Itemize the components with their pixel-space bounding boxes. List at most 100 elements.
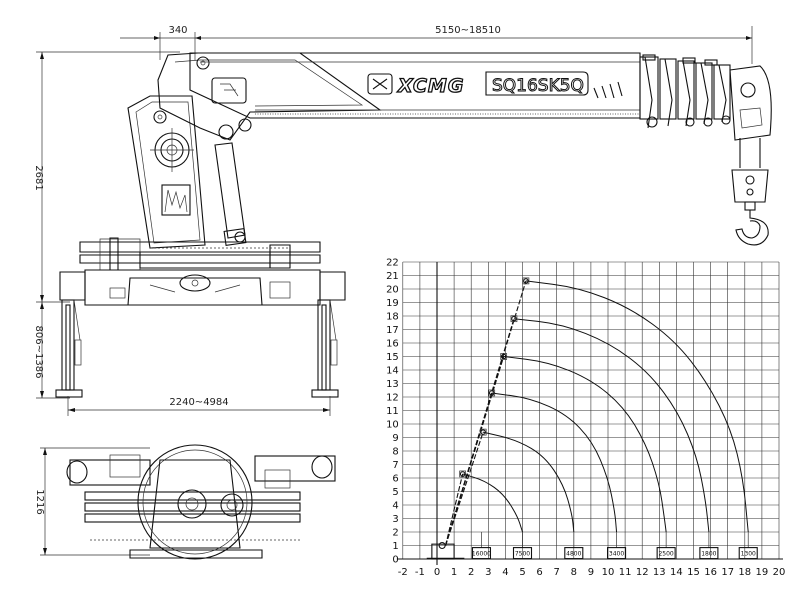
top-offset-dim: 340 bbox=[168, 25, 187, 36]
load-box bbox=[656, 547, 676, 560]
boom-line bbox=[445, 431, 484, 546]
load-curve bbox=[462, 473, 523, 533]
y-tick-label: 10 bbox=[386, 420, 399, 431]
x-tick-label: 13 bbox=[653, 567, 666, 578]
x-tick-label: 10 bbox=[602, 567, 615, 578]
chart-axes bbox=[396, 262, 783, 565]
x-tick-label: 16 bbox=[704, 567, 717, 578]
y-tick-label: 14 bbox=[386, 366, 399, 377]
y-tick-label: 1 bbox=[392, 541, 398, 552]
load-box-label: 16000 bbox=[472, 551, 491, 558]
load-box bbox=[564, 547, 584, 560]
plan-view: 1216 bbox=[34, 444, 336, 560]
y-tick-label: 11 bbox=[386, 406, 399, 417]
left-dimensions: 2681 806~1386 bbox=[33, 51, 180, 399]
y-tick-label: 0 bbox=[392, 555, 398, 566]
x-tick-label: 0 bbox=[434, 567, 440, 578]
load-curve bbox=[483, 431, 575, 533]
y-tick-label: 8 bbox=[392, 447, 398, 458]
x-tick-label: 1 bbox=[451, 567, 457, 578]
brand-text: XCMG bbox=[397, 75, 464, 97]
curve-start-marker bbox=[500, 353, 508, 360]
y-tick-label: 6 bbox=[392, 474, 398, 485]
top-dimensions: 340 5150~18510 bbox=[120, 25, 753, 64]
x-tick-label: 5 bbox=[519, 567, 525, 578]
x-tick-label: 14 bbox=[670, 567, 683, 578]
load-box-label: 2500 bbox=[658, 551, 673, 558]
hook-block bbox=[731, 138, 769, 246]
crane-column bbox=[431, 543, 455, 560]
boom-tip bbox=[459, 471, 466, 477]
x-tick-label: 3 bbox=[485, 567, 491, 578]
y-tick-label: 2 bbox=[392, 528, 398, 539]
chart-grid bbox=[402, 261, 780, 560]
load-box bbox=[738, 547, 758, 560]
y-tick-label: 9 bbox=[392, 433, 398, 444]
x-tick-label: 8 bbox=[571, 567, 577, 578]
outriggers bbox=[55, 271, 346, 398]
crane-pivot bbox=[438, 541, 446, 550]
y-tick-label: 13 bbox=[386, 379, 399, 390]
y-tick-label: 15 bbox=[386, 352, 399, 363]
chart-crane-base bbox=[426, 541, 465, 560]
load-box bbox=[699, 547, 719, 560]
y-tick-label: 3 bbox=[392, 514, 398, 525]
load-curves bbox=[459, 277, 749, 533]
load-curve bbox=[503, 356, 667, 533]
brand-logo: XCMG SQ16SK5Q bbox=[367, 71, 623, 99]
y-tick-label: 21 bbox=[386, 271, 399, 282]
x-tick-label: -2 bbox=[398, 567, 408, 578]
load-box-label: 7500 bbox=[515, 551, 530, 558]
load-boxes: 16000 7500 4800 3400 2500 1800 1300 bbox=[471, 532, 758, 560]
model-text: SQ16SK5Q bbox=[492, 76, 584, 96]
boom-tip bbox=[480, 429, 486, 435]
telescopic-sections bbox=[639, 54, 731, 129]
y-tick-label: 20 bbox=[386, 285, 399, 296]
x-tick-label: 4 bbox=[502, 567, 508, 578]
load-box-label: 1800 bbox=[701, 551, 716, 558]
load-box bbox=[512, 547, 533, 560]
x-tick-label: 2 bbox=[468, 567, 474, 578]
outrigger-height-dim: 806~1386 bbox=[33, 326, 44, 379]
x-tick-label: 19 bbox=[756, 567, 769, 578]
y-tick-label: 18 bbox=[386, 312, 399, 323]
x-tick-label: 11 bbox=[619, 567, 632, 578]
load-box bbox=[471, 547, 492, 560]
load-curve bbox=[525, 280, 749, 533]
x-tick-label: -1 bbox=[415, 567, 425, 578]
y-tick-label: 16 bbox=[386, 339, 399, 350]
x-tick-label: 18 bbox=[738, 567, 751, 578]
x-tick-label: 17 bbox=[721, 567, 734, 578]
chassis-width-dim: 1216 bbox=[34, 489, 45, 514]
y-tick-label: 7 bbox=[392, 460, 398, 471]
boom-line bbox=[445, 280, 527, 546]
y-tick-label: 4 bbox=[392, 501, 398, 512]
load-box-label: 1300 bbox=[741, 551, 756, 558]
load-box-label: 4800 bbox=[566, 551, 581, 558]
x-tick-label: 15 bbox=[687, 567, 700, 578]
y-tick-label: 5 bbox=[392, 487, 398, 498]
x-tick-label: 20 bbox=[773, 567, 786, 578]
x-tick-label: 9 bbox=[588, 567, 594, 578]
y-tick-label: 17 bbox=[386, 325, 399, 336]
curve-start-marker bbox=[479, 428, 487, 436]
curve-start-marker bbox=[510, 315, 518, 323]
y-tick-label: 19 bbox=[386, 298, 399, 309]
height-dim: 2681 bbox=[33, 165, 44, 190]
curve-start-marker bbox=[522, 277, 530, 285]
curve-start-marker bbox=[459, 470, 466, 478]
outrigger-span-dim: 2240~4984 bbox=[169, 397, 228, 408]
load-box-label: 3400 bbox=[609, 551, 624, 558]
x-tick-label: 6 bbox=[536, 567, 542, 578]
load-curve bbox=[513, 318, 710, 533]
boom-length-dim: 5150~18510 bbox=[435, 25, 501, 36]
x-tick-label: 12 bbox=[636, 567, 649, 578]
side-view: XCMG SQ16SK5Q bbox=[55, 52, 772, 416]
y-tick-label: 22 bbox=[386, 258, 399, 269]
curve-start-marker bbox=[488, 389, 496, 397]
load-curve bbox=[491, 392, 618, 533]
